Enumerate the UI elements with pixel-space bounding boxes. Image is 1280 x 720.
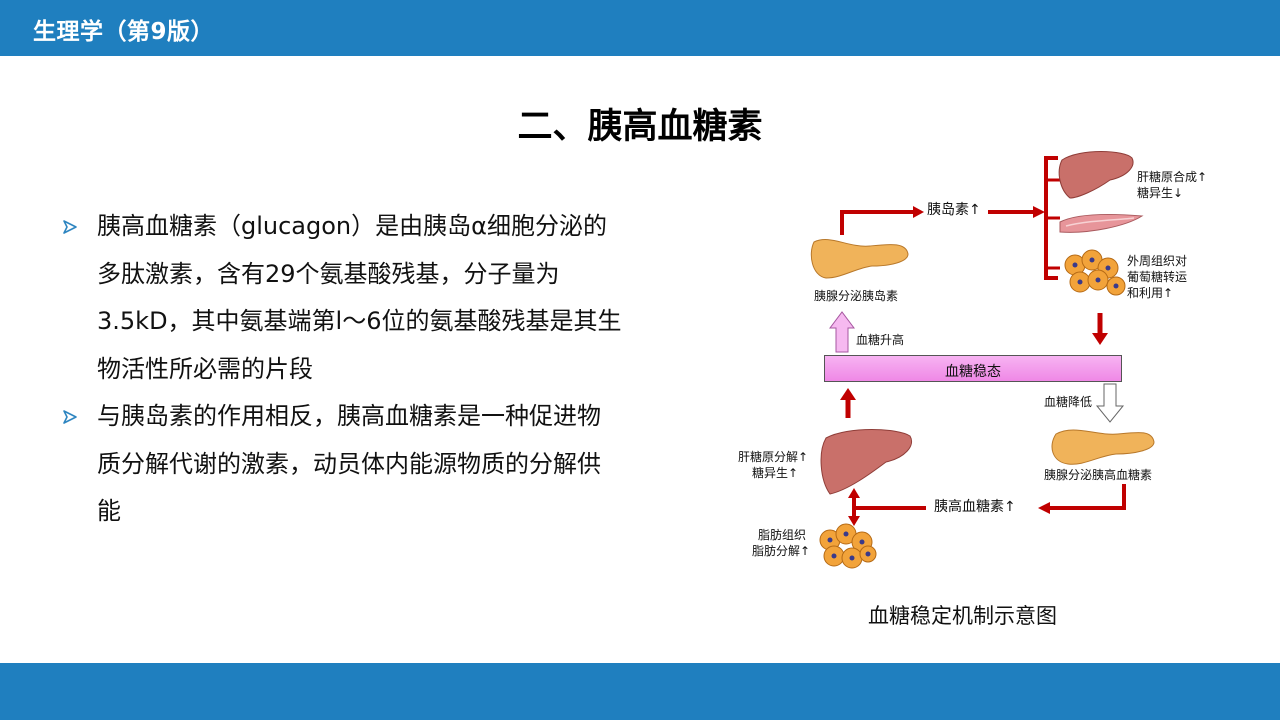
liver-bottom-illustration: [820, 429, 912, 495]
arrow-down-to-homeostasis: [1092, 333, 1108, 345]
glucose-drop-label: 血糖降低: [1044, 395, 1093, 409]
bullet-text: 与胰岛素的作用相反，胰高血糖素是一种促进物质分解代谢的激素，动员体内能源物质的分…: [97, 402, 601, 525]
peripheral-label-2: 葡萄糖转运: [1127, 270, 1188, 284]
fat-cells-top-illustration: [1064, 249, 1126, 296]
bullet-item: 胰高血糖素（glucagon）是由胰岛α细胞分泌的多肽激素，含有29个氨基酸残基…: [62, 203, 622, 393]
pancreas-top-illustration: [810, 239, 909, 279]
arrow-head: [913, 206, 924, 218]
liver-top-label-2: 糖异生↓: [1137, 186, 1184, 200]
arrow-glucagon-to-targets: [852, 506, 926, 518]
fat-cells-bottom-illustration: [819, 523, 877, 569]
fat-label-2: 脂肪分解↑: [752, 544, 811, 558]
muscle-illustration: [1059, 213, 1144, 233]
peripheral-label-1: 外周组织对: [1127, 254, 1188, 268]
homeostasis-label: 血糖稳态: [945, 364, 1001, 380]
slide-title: 二、胰高血糖素: [517, 107, 763, 147]
glucose-drop-arrow: [1095, 383, 1125, 423]
bullet-item: 与胰岛素的作用相反，胰高血糖素是一种促进物质分解代谢的激素，动员体内能源物质的分…: [62, 393, 622, 536]
liver-top-label-1: 肝糖原合成↑: [1137, 170, 1208, 184]
liver-bottom-label-1: 肝糖原分解↑: [738, 450, 809, 464]
bullet-list: 胰高血糖素（glucagon）是由胰岛α细胞分泌的多肽激素，含有29个氨基酸残基…: [62, 203, 622, 536]
glucose-rise-arrow: [829, 311, 855, 353]
peripheral-label-3: 和利用↑: [1127, 286, 1174, 300]
glucose-rise-label: 血糖升高: [856, 333, 905, 347]
liver-top-illustration: [1058, 151, 1134, 199]
arrow-pancreas-to-glucagon: [1048, 484, 1126, 510]
arrow-head: [1033, 206, 1045, 218]
pancreas-glucagon-label: 胰腺分泌胰高血糖素: [1044, 468, 1153, 482]
arrow-bullet-icon: [63, 220, 77, 234]
pancreas-insulin-label: 胰腺分泌胰岛素: [814, 289, 899, 303]
glucagon-up-label: 胰高血糖素↑: [934, 499, 1016, 515]
arrow-up-to-homeostasis: [840, 388, 856, 400]
fat-label-1: 脂肪组织: [758, 528, 807, 542]
homeostasis-bar: 血糖稳态: [824, 355, 1122, 382]
insulin-up-label: 胰岛素↑: [927, 202, 981, 218]
pancreas-bottom-illustration: [1051, 429, 1155, 465]
diagram-graphics: [810, 151, 1155, 569]
glucose-homeostasis-diagram: 胰岛素↑ 胰腺分泌胰岛素 肝糖原合成↑ 糖异生↓ 外周组织对 葡萄糖转运 和利用…: [730, 150, 1210, 580]
top-header-bar: 生理学（第9版）: [0, 0, 1280, 56]
liver-bottom-label-2: 糖异生↑: [752, 466, 799, 480]
bullet-text: 胰高血糖素（glucagon）是由胰岛α细胞分泌的多肽激素，含有29个氨基酸残基…: [97, 212, 622, 383]
diagram-caption: 血糖稳定机制示意图: [868, 604, 1057, 628]
book-title: 生理学（第9版）: [33, 19, 215, 45]
arrow-pancreas-to-insulin: [840, 210, 915, 235]
arrow-bullet-icon: [63, 410, 77, 424]
bottom-footer-bar: [0, 663, 1280, 720]
